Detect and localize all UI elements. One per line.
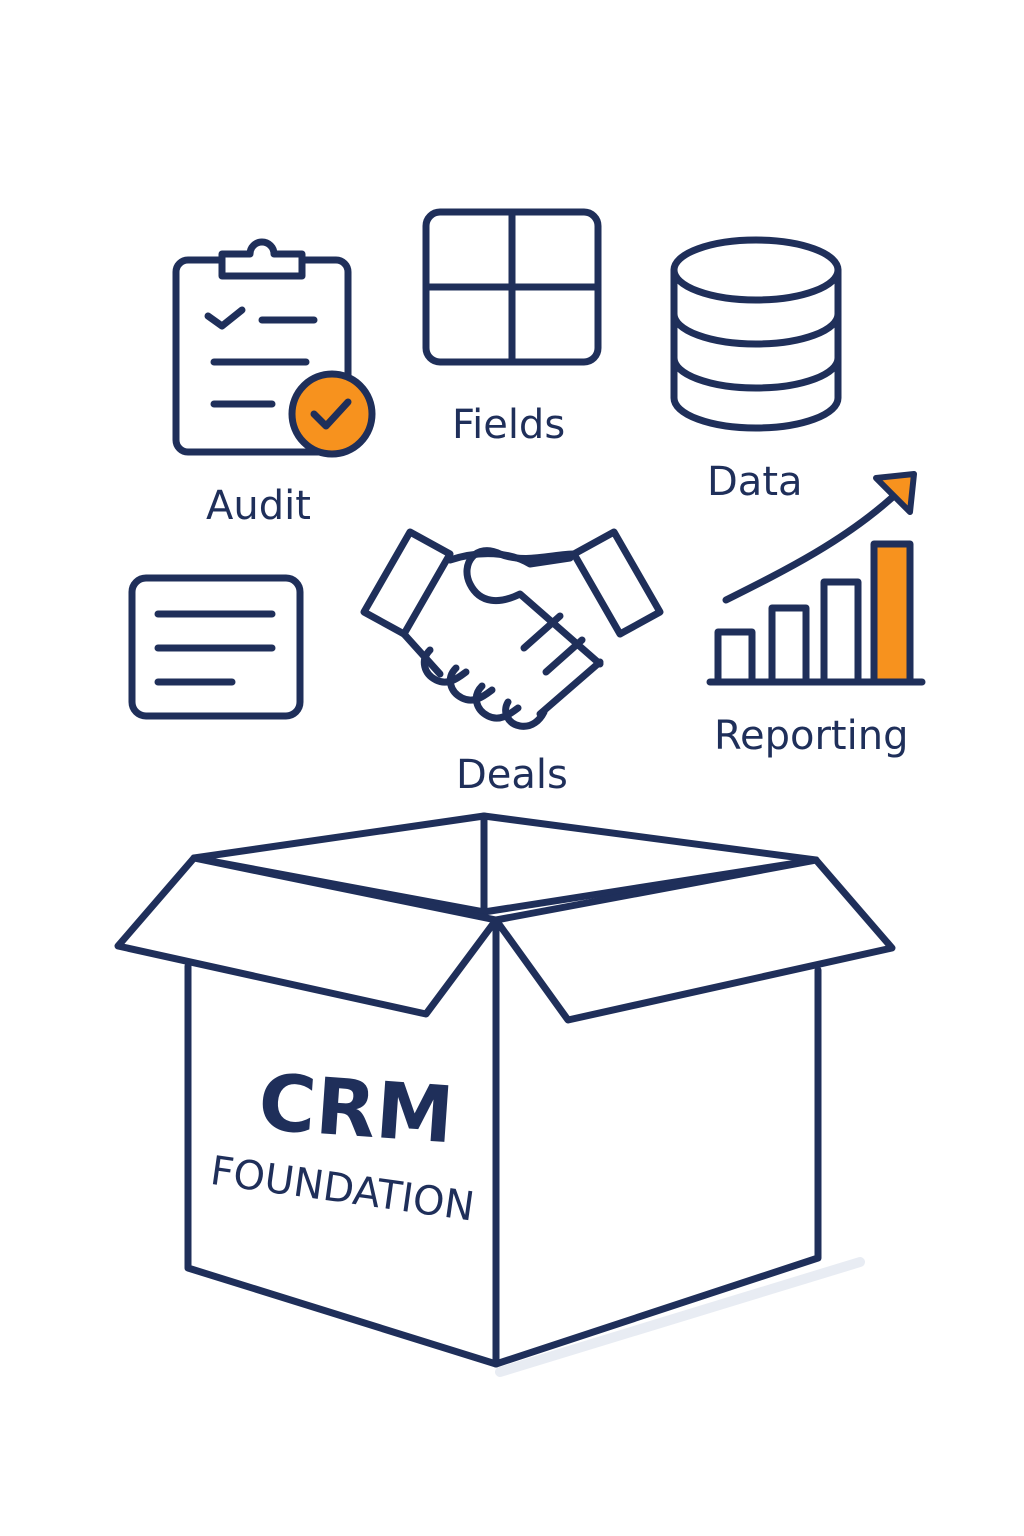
database-icon	[670, 236, 842, 432]
bar-chart-icon	[706, 471, 926, 686]
open-box-illustration	[114, 812, 896, 1377]
clipboard-check-icon	[172, 238, 376, 458]
document-card-icon	[128, 574, 304, 720]
data-label: Data	[707, 459, 803, 505]
handshake-icon	[360, 528, 664, 730]
audit-label: Audit	[206, 483, 311, 529]
grid-icon	[422, 208, 602, 366]
box-title: CRM	[255, 1058, 457, 1162]
fields-label: Fields	[452, 402, 566, 448]
reporting-label: Reporting	[714, 713, 909, 759]
deals-label: Deals	[456, 752, 568, 798]
